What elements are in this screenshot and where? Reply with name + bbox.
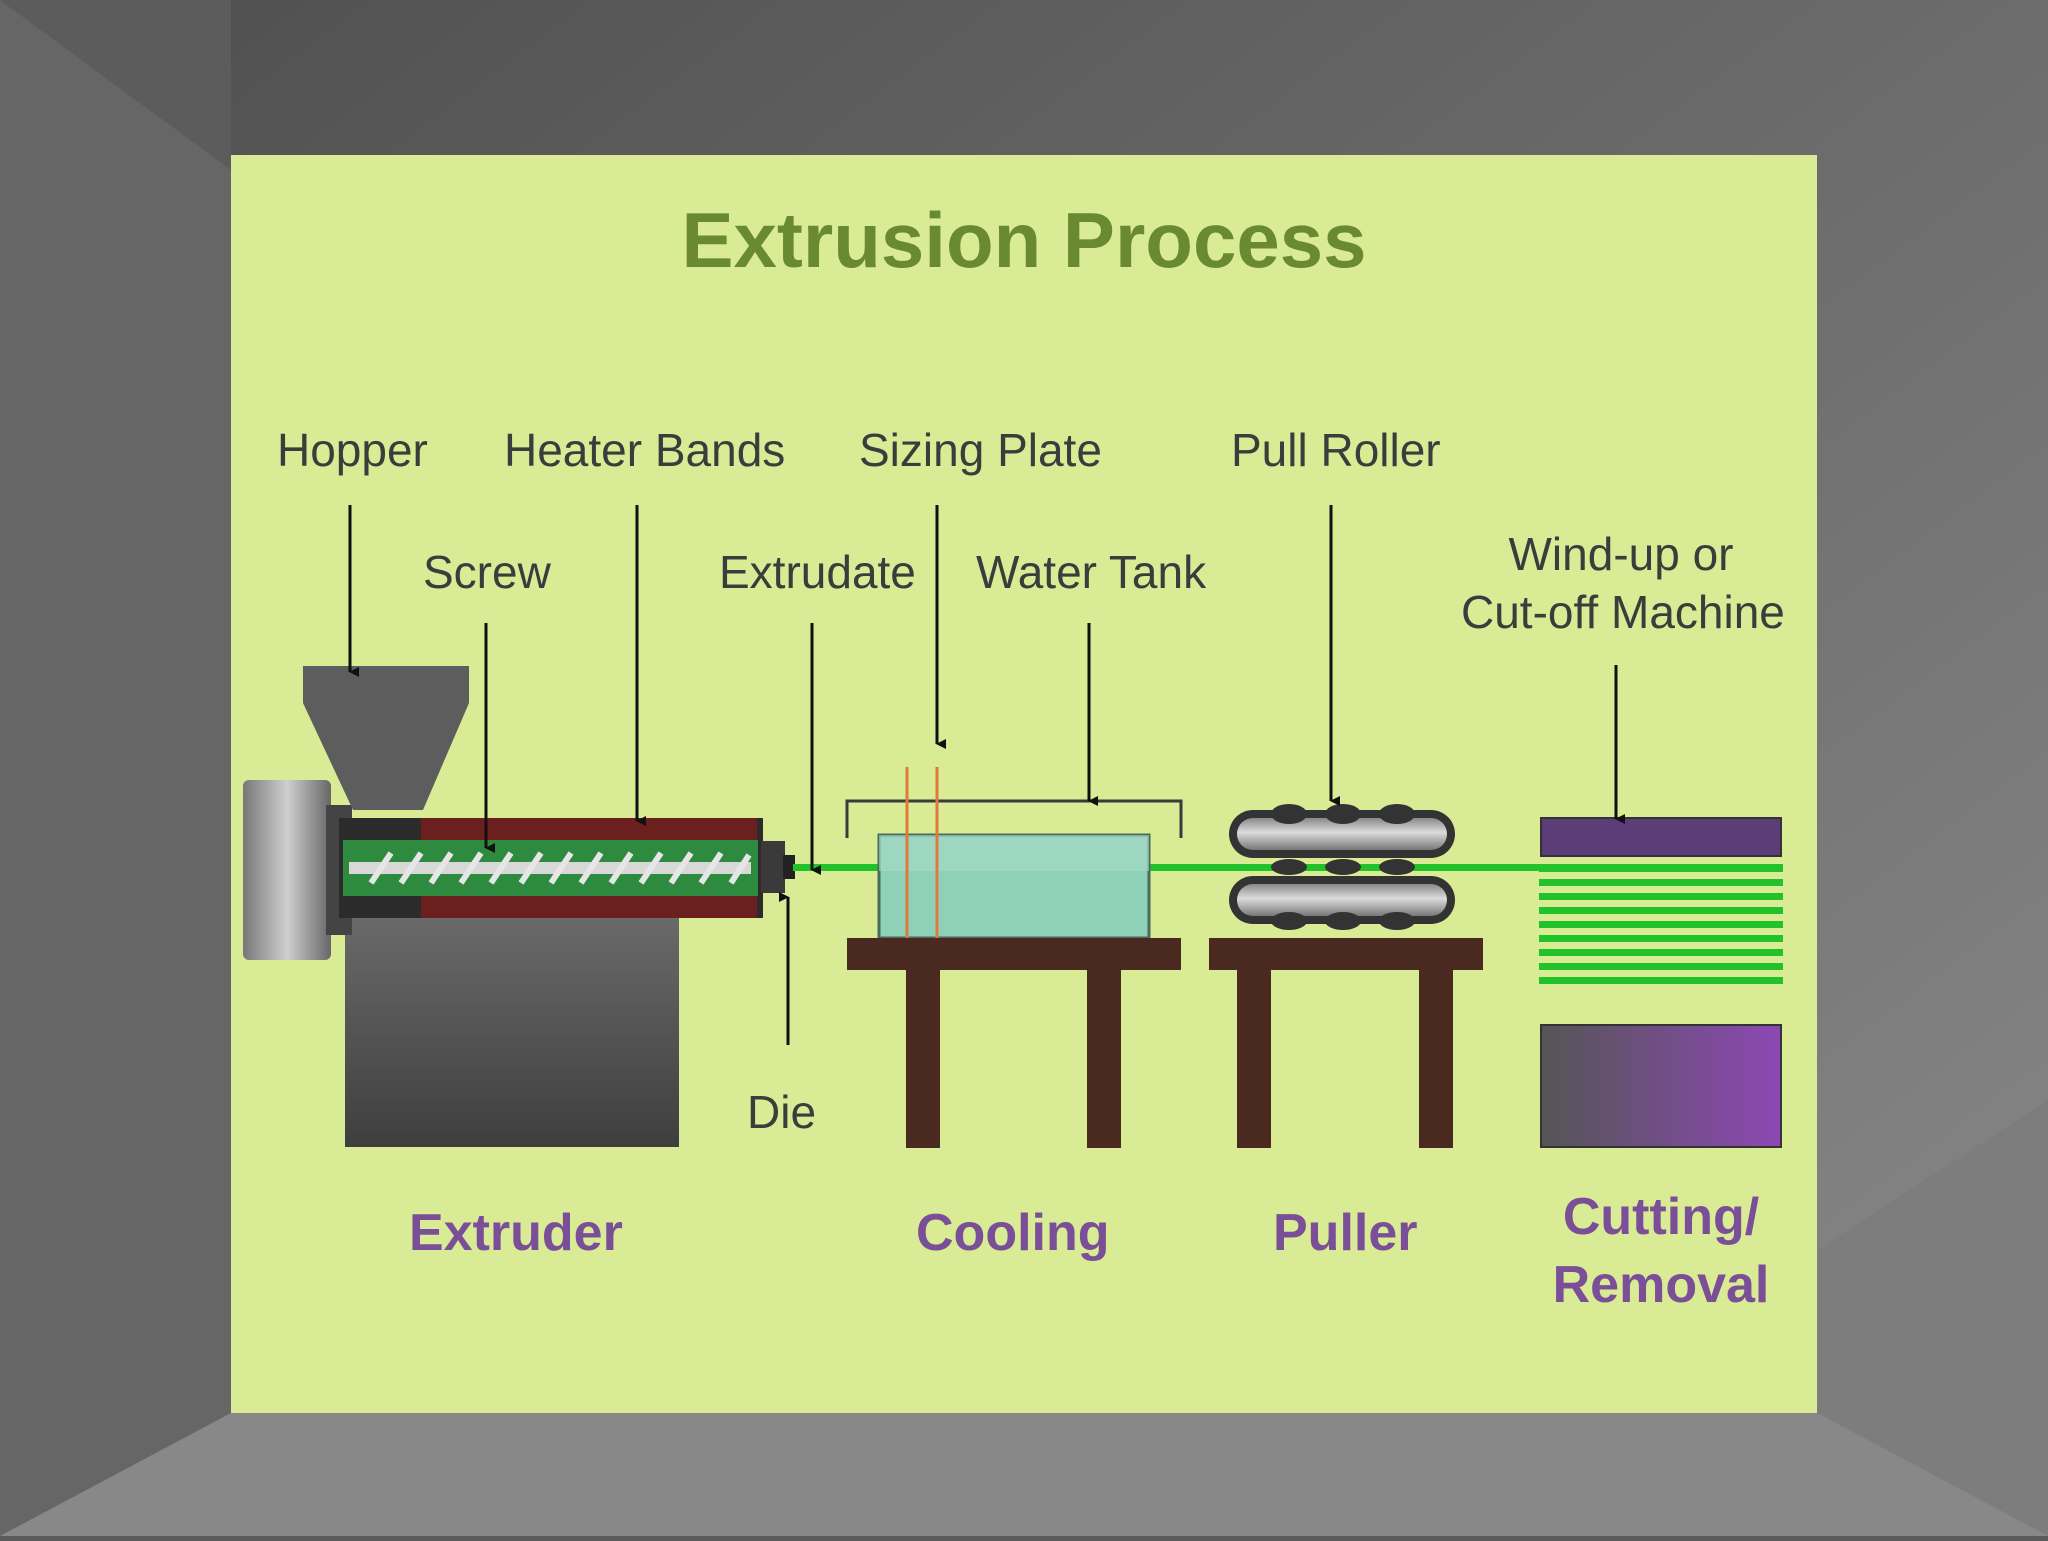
heater-band-bottom	[421, 896, 757, 918]
section-cutting-line1: Cutting/	[1562, 1188, 1760, 1246]
puller-table-leg-right	[1419, 970, 1453, 1148]
label-sizing-plate: Sizing Plate	[859, 424, 1102, 476]
motor-housing	[243, 780, 331, 960]
label-die: Die	[747, 1086, 817, 1138]
extrusion-diagram	[243, 505, 1783, 1148]
sizing-bracket	[845, 799, 1183, 838]
extruder-base	[345, 915, 679, 1147]
label-extrudate: Extrudate	[719, 546, 916, 598]
section-extruder: Extruder	[409, 1204, 623, 1262]
hopper	[303, 666, 469, 810]
label-water-tank: Water Tank	[976, 546, 1207, 598]
puller-table-leg-left	[1237, 970, 1271, 1148]
section-puller: Puller	[1273, 1204, 1418, 1262]
windup-coils	[1539, 865, 1783, 984]
heater-band-top	[421, 818, 757, 840]
section-cutting-line2: Removal	[1552, 1256, 1770, 1314]
cooling-table-leg-left	[906, 970, 940, 1148]
windup-base	[1540, 1024, 1782, 1148]
die	[761, 841, 785, 893]
diagram-panel: Extrusion Process Hopper Heater Bands Si…	[231, 155, 1817, 1413]
label-pull-roller: Pull Roller	[1231, 424, 1441, 476]
pull-rollers	[1229, 804, 1455, 930]
puller-table-top	[1209, 938, 1483, 970]
label-windup-line1: Wind-up or	[1508, 528, 1734, 580]
label-screw: Screw	[423, 546, 551, 598]
windup-top-plate	[1540, 817, 1782, 857]
cooling-table-top	[847, 938, 1181, 970]
diagram-title: Extrusion Process	[681, 196, 1367, 284]
screw	[349, 851, 752, 885]
label-hopper: Hopper	[277, 424, 428, 476]
label-heater-bands: Heater Bands	[504, 424, 786, 476]
label-windup-line2: Cut-off Machine	[1461, 586, 1785, 638]
cooling-table-leg-right	[1087, 970, 1121, 1148]
section-cooling: Cooling	[916, 1204, 1110, 1262]
